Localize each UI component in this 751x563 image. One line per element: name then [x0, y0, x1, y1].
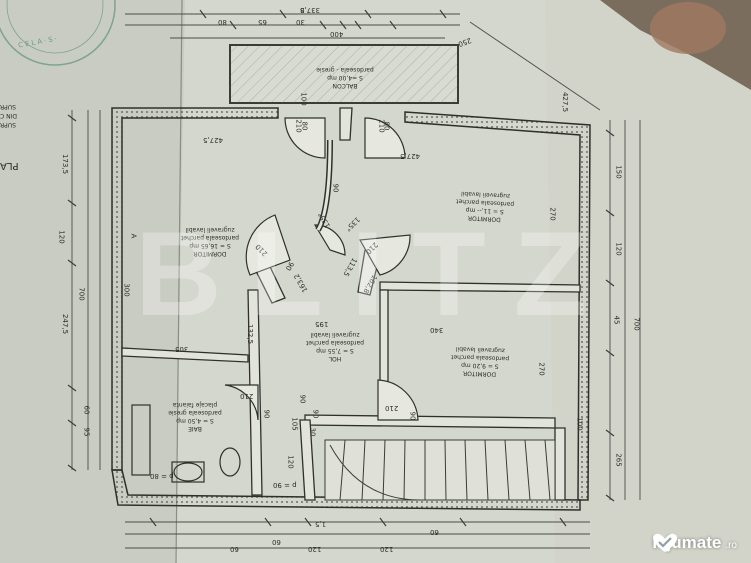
dimension-label: 60 [82, 405, 91, 415]
room-label-balcony: BALCON S =4,00 mp pardoseala - gresie [300, 65, 390, 89]
dimension-label: p = 80 [150, 472, 174, 480]
edge-text: SUPR [0, 121, 16, 128]
dimension-label: 90 [262, 409, 271, 419]
dimension-label: 150 [614, 165, 623, 179]
left-page [0, 0, 185, 563]
dimension-label: 65 [258, 18, 267, 26]
doors [224, 117, 419, 421]
dimension-label: 120 [380, 545, 394, 553]
dimension-label: 80 [218, 18, 227, 26]
dimension-label: 60 [272, 538, 281, 546]
dimension-label: 105 [290, 417, 299, 431]
dimension-label: 270 [537, 362, 546, 376]
dimension-label: 700 [77, 287, 86, 301]
dimension-label: 100 [575, 417, 584, 431]
dimension-label: 427,5 [400, 152, 421, 160]
stamp-text: CELA·S· [17, 34, 60, 50]
dimension-label: 30 [308, 427, 317, 437]
room-label-bedroom-3: DORMITOR S = 9,20 mp pardoseala parchet … [424, 343, 535, 379]
stamp [0, 0, 116, 66]
dimension-label: 250 [457, 35, 473, 49]
dimension-label: 265 [614, 453, 623, 467]
dimension-ticks [67, 9, 615, 527]
dimension-label: 90 [298, 394, 307, 404]
dimension-label: 60 [230, 545, 239, 553]
room-floor: pardoseala - gresie [316, 66, 374, 73]
dimension-label: 80 [300, 121, 309, 131]
dimension-label: 90 [408, 411, 417, 421]
dimension-label: p = 90 [273, 481, 297, 489]
room-area: S = 7,55 mp [316, 347, 354, 354]
right-page [545, 0, 751, 563]
dimension-label: 30 [296, 18, 305, 26]
room-area: S =4,00 mp [327, 74, 363, 81]
room-area: S = 4,50 mp [176, 417, 214, 424]
dimension-label: 427,5 [561, 91, 570, 113]
dimension-label: 100 [299, 92, 308, 106]
room-title: BAIE [188, 425, 202, 432]
dimension-label: 305 [175, 345, 189, 353]
brand-tld: .ro [725, 539, 737, 551]
dimension-label: 210 [240, 392, 254, 400]
bathroom-fixtures [131, 404, 241, 483]
dimension-label: 120 [57, 230, 66, 244]
dimension-label: 8 [300, 6, 305, 14]
dimension-label: 60 [430, 528, 439, 536]
dimension-label: 210 [385, 404, 399, 412]
dimension-label: 400 [330, 30, 344, 38]
finger [650, 2, 726, 54]
dimension-label: 173,5 [61, 153, 70, 175]
edge-text: DIN C [0, 112, 17, 119]
dimension-label: 247,5 [61, 313, 70, 335]
stairs [324, 439, 556, 501]
lajumate-logo: lajumate.ro [652, 533, 737, 553]
dimension-lines [71, 13, 641, 549]
edge-text: SUPR [0, 103, 16, 110]
stamp-ring [0, 0, 116, 66]
dimension-label: 427,5 [203, 136, 224, 144]
dimension-label: 120 [286, 455, 295, 469]
dimension-label: 90 [331, 183, 340, 193]
dimension-label: 120 [308, 545, 322, 553]
edge-text: PLA [0, 160, 19, 171]
page-fold [175, 0, 183, 563]
room-walls: placaje faianta [172, 401, 218, 408]
room-floor: pardoseala gresie [168, 409, 222, 416]
dimension-label: 80 [382, 121, 391, 131]
room-title: BALCON [332, 82, 358, 89]
dimension-label: 1,5 [315, 520, 327, 528]
room-title: HOL [328, 355, 342, 362]
room-label-bathroom: BAIE S = 4,50 mp pardoseala gresie placa… [145, 400, 245, 432]
dimension-label: 95 [82, 427, 91, 437]
heart-check-icon [653, 533, 678, 552]
dimension-label: 90 [311, 409, 320, 419]
watermark: BLITZ [135, 207, 615, 341]
stamp-inner-ring [6, 0, 104, 54]
